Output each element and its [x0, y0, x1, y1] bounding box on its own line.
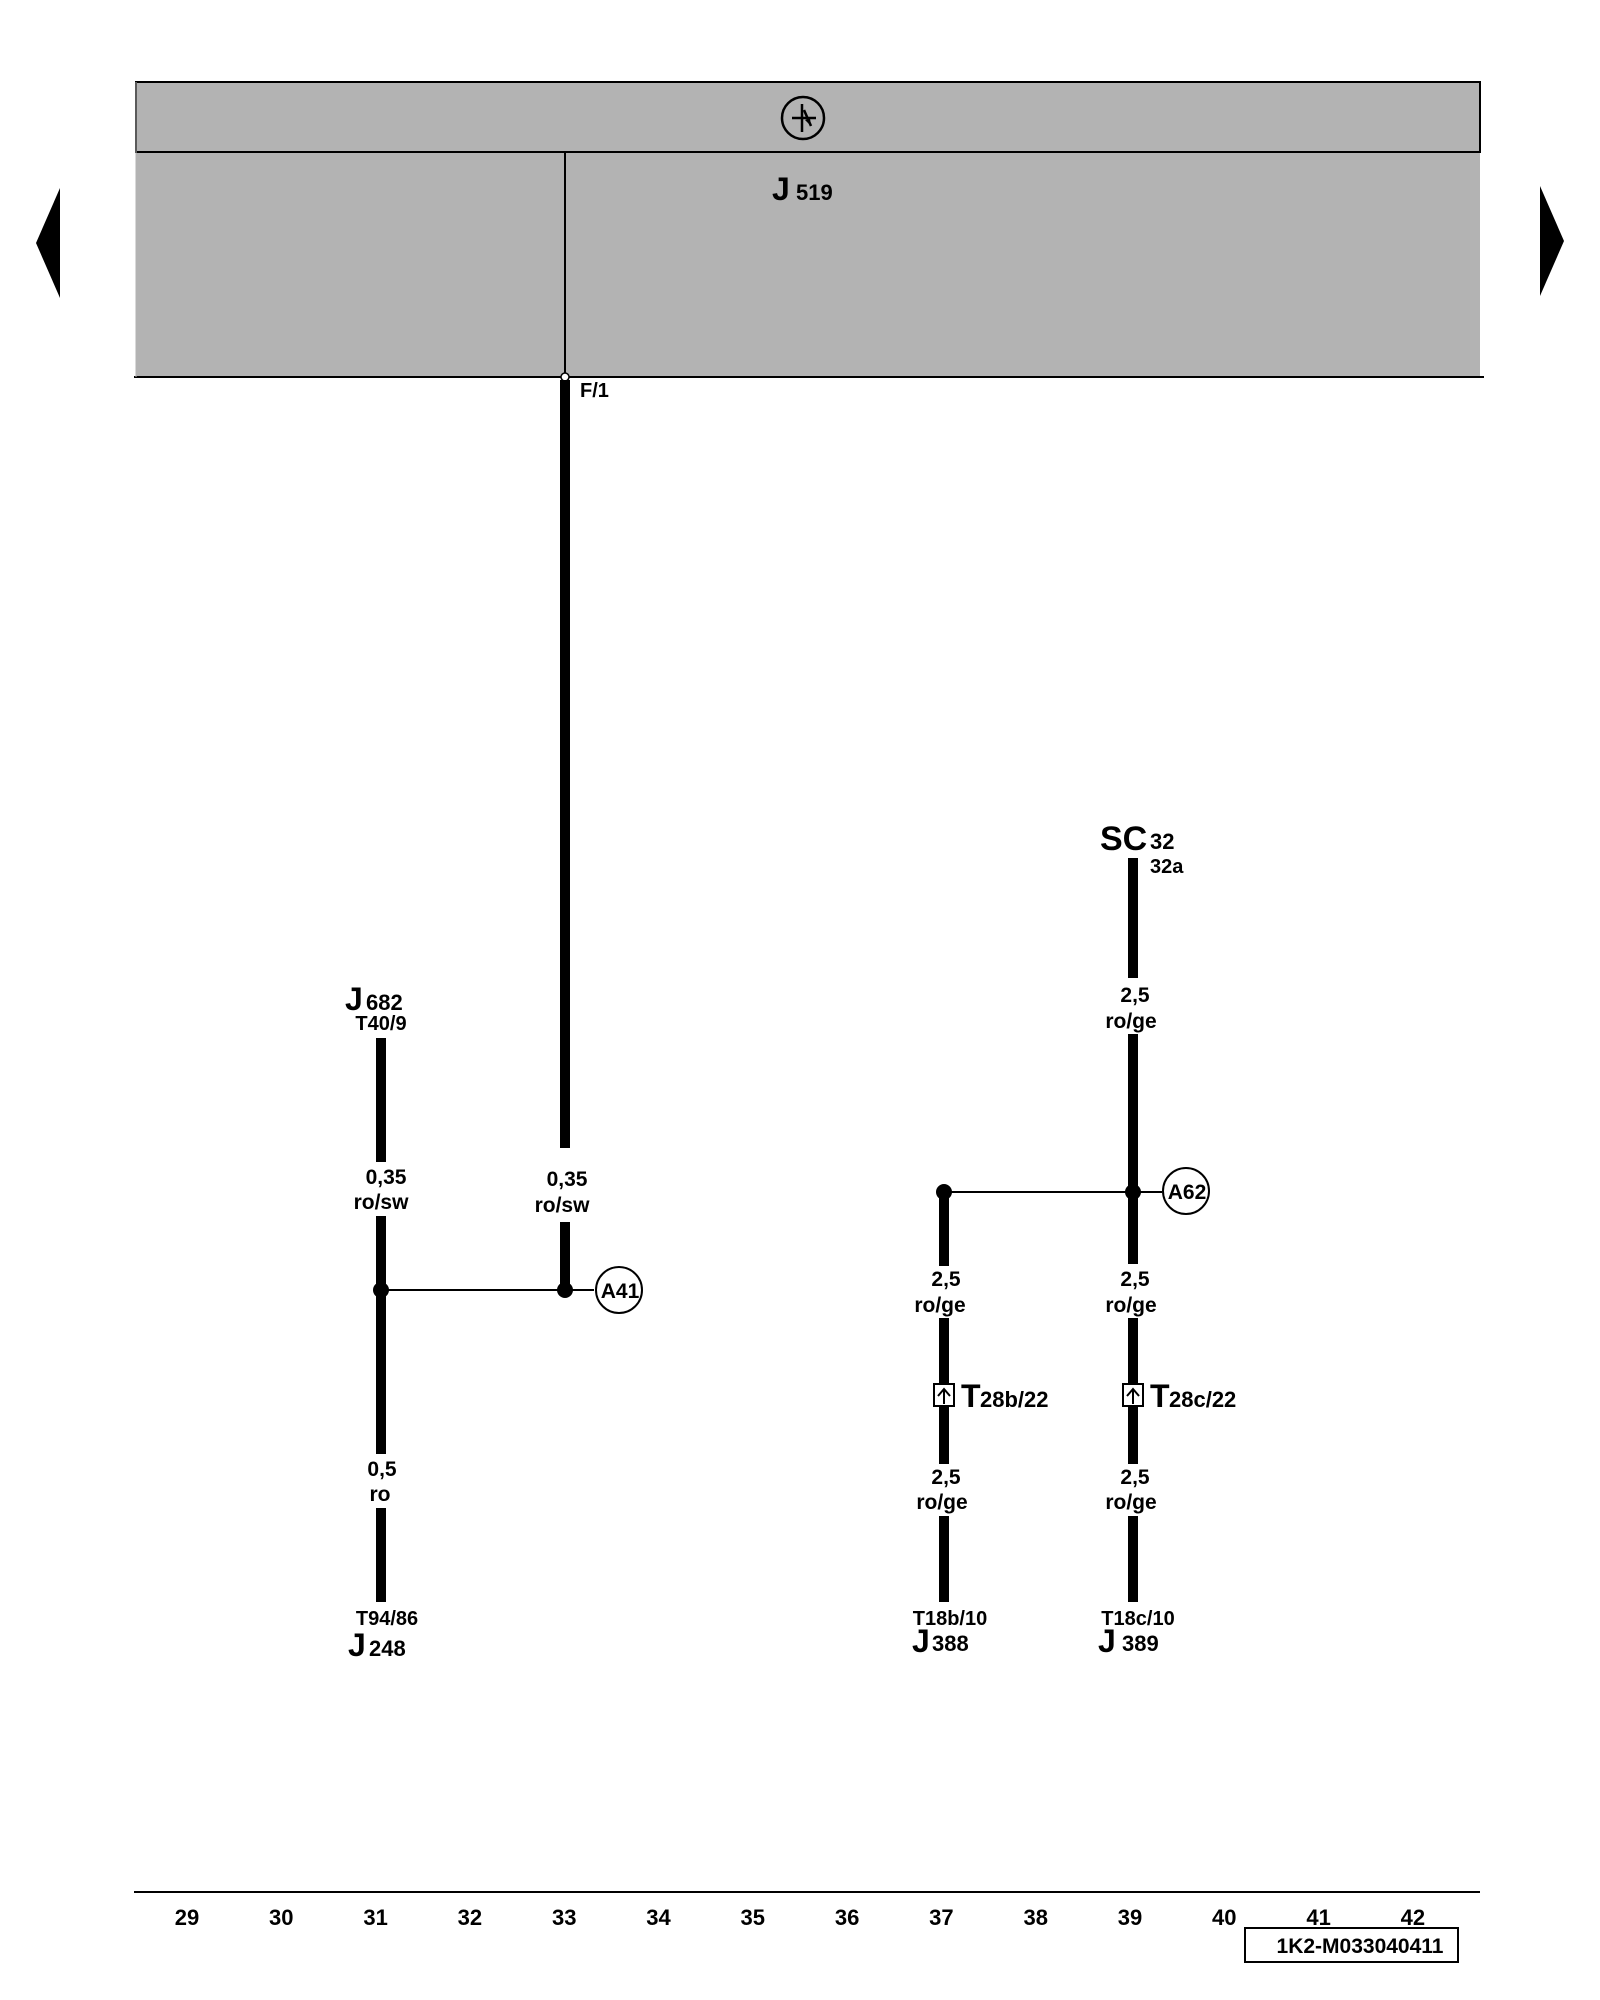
ruler-number: 31 [363, 1905, 387, 1930]
control-unit-number: 519 [796, 180, 833, 205]
connector-t28c-icon [1122, 1383, 1144, 1407]
ruler-number: 42 [1401, 1905, 1425, 1930]
junction-a62-dot [1125, 1184, 1141, 1200]
wire-39-mid-size: 2,5 [1120, 1268, 1150, 1291]
wire-31-top-color: ro/sw [354, 1191, 410, 1214]
wire-37-mid-size: 2,5 [931, 1268, 961, 1291]
ruler-number: 40 [1212, 1905, 1236, 1930]
junction-a41-dot [557, 1282, 573, 1298]
connector-t28b-label: T [961, 1378, 981, 1414]
junction-a62 [1162, 1167, 1210, 1215]
ruler-number: 37 [929, 1905, 953, 1930]
wire-31-bottom-size: 0,5 [367, 1458, 397, 1481]
wire-37-bottom-size: 2,5 [931, 1466, 961, 1489]
wire-37-bottom-color: ro/ge [916, 1491, 967, 1514]
connector-t28c-label: T [1150, 1378, 1170, 1414]
doc-id-box [1244, 1927, 1459, 1963]
diode-symbol-icon [780, 95, 826, 141]
connector-t28c-number: 28c/22 [1169, 1387, 1236, 1412]
ruler-number: 34 [646, 1905, 671, 1930]
wire-39-top-color: ro/ge [1105, 1010, 1156, 1033]
wire-39-mid-color: ro/ge [1105, 1294, 1156, 1317]
ruler-number: 38 [1023, 1905, 1047, 1930]
connector-t28b-icon [933, 1383, 955, 1407]
j682-pin: T40/9 [355, 1013, 406, 1035]
control-unit-label: J [772, 171, 790, 207]
ruler-number: 35 [741, 1905, 765, 1930]
ruler-number: 36 [835, 1905, 859, 1930]
next-page-arrow[interactable] [1540, 186, 1564, 296]
j388-number: 388 [932, 1631, 969, 1656]
wire-37-mid-color: ro/ge [914, 1294, 965, 1317]
junction-a41-label: A41 [601, 1280, 640, 1303]
j389-pin: T18c/10 [1101, 1608, 1174, 1630]
j388-pin: T18b/10 [913, 1608, 987, 1630]
connector-t28b-number: 28b/22 [980, 1387, 1049, 1412]
j248-pin: T94/86 [356, 1608, 418, 1630]
junction-a41 [595, 1266, 643, 1314]
sc32-pin: 32a [1150, 856, 1184, 878]
wire-33-color: ro/sw [535, 1194, 591, 1217]
pin-f1-terminal [560, 372, 570, 382]
j682-label: J [345, 981, 363, 1017]
wire-39-bottom-size: 2,5 [1120, 1466, 1150, 1489]
j389-number: 389 [1122, 1631, 1159, 1656]
j248-label: J [348, 1627, 366, 1663]
pin-f1-label: F/1 [580, 380, 609, 402]
junction-a62-label: A62 [1168, 1181, 1207, 1204]
ruler-number: 33 [552, 1905, 576, 1930]
control-unit-body [136, 152, 1480, 377]
sc32-number: 32 [1150, 829, 1174, 854]
wire-39-top-size: 2,5 [1120, 984, 1150, 1007]
prev-page-arrow[interactable] [36, 188, 60, 298]
sc32-label: SC [1100, 820, 1147, 858]
wire-39-bottom-color: ro/ge [1105, 1491, 1156, 1514]
junction-31-dot [373, 1282, 389, 1298]
ruler-numbers: 29 30 31 32 33 34 35 36 37 38 39 40 41 42 [175, 1905, 1425, 1930]
j682-number: 682 [366, 990, 403, 1015]
wire-31-bottom-color: ro [370, 1483, 391, 1506]
ruler-number: 32 [458, 1905, 482, 1930]
j388-label: J [912, 1623, 930, 1659]
ruler-number: 39 [1118, 1905, 1142, 1930]
wire-31-top-size: 0,35 [366, 1166, 407, 1189]
j389-label: J [1098, 1623, 1116, 1659]
ruler-number: 30 [269, 1905, 293, 1930]
ruler-number: 29 [175, 1905, 199, 1930]
doc-id: 1K2-M033040411 [1277, 1935, 1444, 1958]
j248-number: 248 [369, 1636, 406, 1661]
ruler-number: 41 [1306, 1905, 1330, 1930]
wire-33-size: 0,35 [547, 1168, 588, 1191]
